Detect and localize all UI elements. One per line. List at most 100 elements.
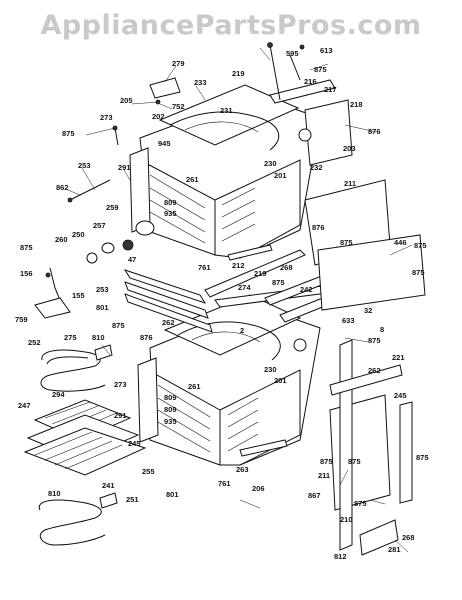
part-label: 245: [128, 439, 141, 448]
part-label: 875: [354, 499, 367, 508]
part-label: 862: [56, 183, 69, 192]
leader-lines: [67, 47, 413, 553]
part-label: 291: [118, 163, 131, 172]
part-label: 202: [152, 112, 165, 121]
part-label: 875: [62, 129, 75, 138]
part-label: 273: [100, 113, 113, 122]
part-label: 262: [368, 366, 381, 375]
part-label: 876: [312, 223, 325, 232]
part-label: 812: [334, 552, 347, 561]
part-label: 210: [340, 515, 353, 524]
part-label: 259: [106, 203, 119, 212]
part-label: 875: [320, 457, 333, 466]
part-label: 875: [340, 238, 353, 247]
part-label: 261: [186, 175, 199, 184]
part-label: 875: [416, 453, 429, 462]
upper-oven-cavity: [129, 77, 321, 259]
part-label: 216: [304, 77, 317, 86]
part-label: 219: [254, 269, 267, 278]
part-label: 268: [402, 533, 415, 542]
part-label: 875: [414, 241, 427, 250]
part-label: 935: [164, 417, 177, 426]
part-label: 613: [320, 46, 333, 55]
part-label: 260: [55, 235, 68, 244]
part-label: 809: [164, 405, 177, 414]
part-label: 211: [318, 471, 330, 480]
part-labels: 279 233 205 752 202 945 273 875 253 862 …: [15, 46, 429, 561]
part-label: 595: [286, 49, 299, 58]
part-label: 867: [308, 491, 321, 500]
part-label: 250: [72, 230, 85, 239]
part-label: 217: [324, 85, 337, 94]
part-label: 875: [272, 278, 285, 287]
part-label: 810: [48, 489, 61, 498]
part-label: 156: [20, 269, 33, 278]
part-label: 245: [394, 391, 407, 400]
part-label: 247: [18, 401, 31, 410]
part-label: 945: [158, 139, 171, 148]
part-label: 279: [172, 59, 185, 68]
part-label: 251: [126, 495, 139, 504]
part-label: 206: [252, 484, 265, 493]
part-label: 230: [264, 159, 277, 168]
part-label: 294: [52, 390, 65, 399]
part-label: 253: [96, 285, 109, 294]
part-label: 801: [96, 303, 109, 312]
part-label: 231: [220, 106, 233, 115]
part-label: 761: [198, 263, 211, 272]
part-label: 47: [128, 255, 136, 264]
part-label: 875: [112, 321, 125, 330]
part-label: 241: [102, 481, 115, 490]
part-label: 809: [164, 393, 177, 402]
top-hardware: [112, 42, 305, 146]
part-label: 935: [164, 209, 177, 218]
part-label: 242: [300, 285, 313, 294]
part-label: 876: [140, 333, 153, 342]
part-label: 201: [274, 171, 287, 180]
part-label: 205: [120, 96, 133, 105]
mid-rails: [123, 249, 361, 333]
watermark: AppliancePartsPros.com: [40, 10, 422, 41]
right-side-panels: [227, 79, 426, 556]
part-label: 801: [166, 490, 179, 499]
part-label: 446: [394, 238, 407, 247]
part-label: 233: [194, 78, 207, 87]
part-label: 761: [218, 479, 231, 488]
part-label: 255: [142, 467, 155, 476]
part-label: 876: [368, 127, 381, 136]
part-279: [149, 77, 181, 99]
part-label: 759: [15, 315, 28, 324]
part-label: 875: [368, 336, 381, 345]
part-label: 261: [188, 382, 201, 391]
part-label: 875: [20, 243, 33, 252]
part-label: 809: [164, 198, 177, 207]
part-label: 274: [238, 283, 251, 292]
part-label: 155: [72, 291, 85, 300]
part-label: 273: [114, 380, 127, 389]
part-label: 281: [388, 545, 401, 554]
part-label: 875: [348, 457, 361, 466]
bake-element: [38, 492, 118, 546]
part-label: 875: [314, 65, 327, 74]
part-label: 230: [264, 365, 277, 374]
part-label: 201: [274, 376, 287, 385]
part-label: 257: [93, 221, 106, 230]
part-label: 212: [232, 261, 245, 270]
part-label: 262: [162, 318, 175, 327]
part-label: 752: [172, 102, 185, 111]
part-label: 32: [364, 306, 372, 315]
part-label: 218: [350, 100, 363, 109]
part-label: 219: [232, 69, 245, 78]
part-label: 268: [280, 263, 293, 272]
left-small-parts: [34, 179, 155, 319]
broil-element: [40, 344, 113, 392]
part-label: 252: [28, 338, 41, 347]
part-label: 211: [344, 179, 356, 188]
part-label: 263: [236, 465, 249, 474]
part-label: 221: [392, 353, 405, 362]
part-label: 633: [342, 316, 355, 325]
part-label: 810: [92, 333, 105, 342]
part-label: 2: [240, 326, 244, 335]
part-label: 232: [310, 163, 323, 172]
